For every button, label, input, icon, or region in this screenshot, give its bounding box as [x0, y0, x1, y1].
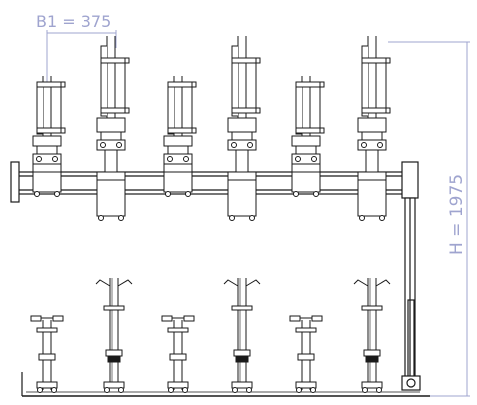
lower-holder-4: [223, 277, 261, 393]
lower-holder-6: [353, 277, 391, 393]
upper-holder-3: [163, 75, 197, 197]
lower-holder-3: [161, 315, 195, 393]
upper-holder-2: [96, 35, 130, 221]
lower-holders: [30, 277, 391, 393]
height-dimension: [388, 41, 470, 397]
upper-holder-5: [291, 75, 325, 197]
spacing-dimension-label: B1 = 375: [36, 12, 111, 31]
upper-holder-4: [227, 35, 261, 221]
upper-holder-6: [357, 35, 391, 221]
upper-holder-1: [32, 75, 66, 197]
lower-holder-5: [289, 315, 323, 393]
height-dimension-label: H = 1975: [447, 174, 467, 255]
spacing-dimension: [46, 30, 117, 86]
lower-holder-1: [30, 315, 64, 393]
lower-holder-2: [95, 277, 133, 393]
